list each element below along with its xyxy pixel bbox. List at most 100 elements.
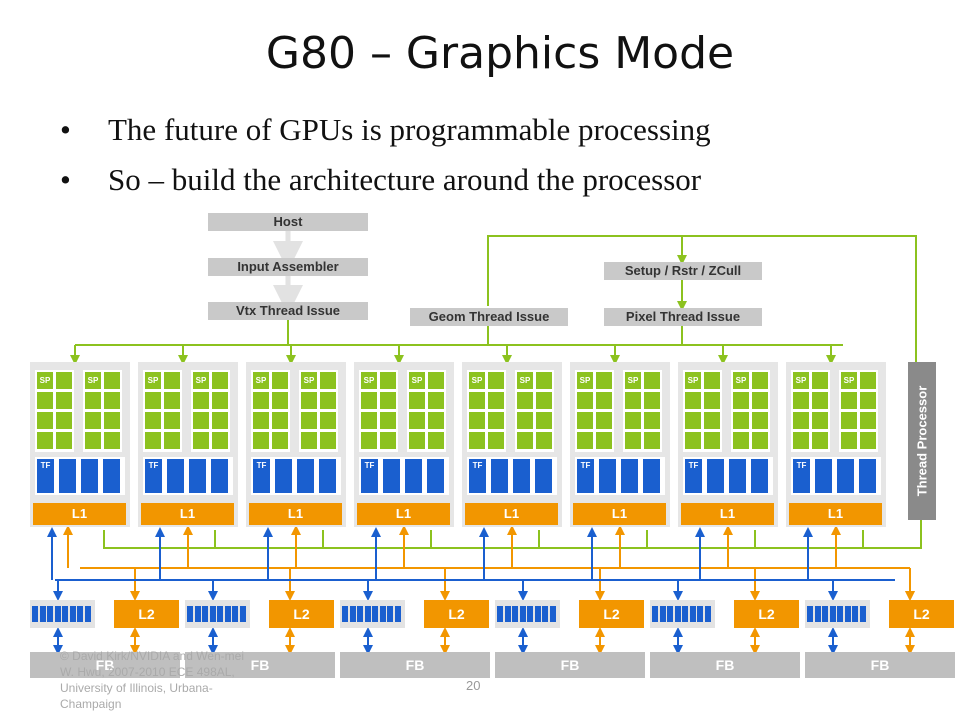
dram-cell [62, 606, 68, 622]
sp-core [272, 412, 288, 429]
l2-cache: L2 [579, 600, 644, 628]
tf-unit [103, 459, 120, 493]
sp-core [536, 392, 552, 409]
tf-label: TF [361, 459, 378, 493]
tf-label: TF [577, 459, 594, 493]
dram-cell [837, 606, 843, 622]
l2-cache: L2 [734, 600, 799, 628]
sp-core [596, 372, 612, 389]
frame-buffer: FB [340, 652, 490, 678]
sp-core [596, 392, 612, 409]
sp-core [301, 412, 317, 429]
memory-controller [650, 600, 715, 628]
sp-core [212, 412, 228, 429]
sp-label: SP [469, 372, 485, 389]
tf-unit [59, 459, 76, 493]
sp-core [469, 412, 485, 429]
dram-cell [704, 606, 711, 622]
sp-label: SP [85, 372, 101, 389]
dram-cell [342, 606, 348, 622]
bullet-dot: • [60, 162, 71, 197]
sp-core [733, 392, 749, 409]
tf-unit [621, 459, 638, 493]
dram-cell [527, 606, 533, 622]
sp-core [56, 392, 72, 409]
dram-cell [372, 606, 378, 622]
sp-core [361, 432, 377, 449]
tf-unit [535, 459, 552, 493]
sp-core [37, 412, 53, 429]
sp-core [320, 392, 336, 409]
dram-cell [32, 606, 38, 622]
sp-core [380, 372, 396, 389]
dram-cell [39, 606, 46, 622]
dram-cell [542, 606, 548, 622]
dram-cell [822, 606, 828, 622]
sp-core [428, 412, 444, 429]
sp-core [752, 372, 768, 389]
thread-processor-label: Thread Processor [914, 385, 930, 497]
dram-cell [349, 606, 356, 622]
tf-unit [491, 459, 508, 493]
dram-cell [194, 606, 201, 622]
tf-unit [297, 459, 314, 493]
sp-core [488, 432, 504, 449]
slide-title: G80 – Graphics Mode [265, 28, 735, 79]
sp-core [212, 432, 228, 449]
tf-unit [751, 459, 768, 493]
sp-core [704, 392, 720, 409]
sp-core [812, 392, 828, 409]
sp-core [145, 432, 161, 449]
sp-core [644, 432, 660, 449]
l1-cache: L1 [681, 503, 774, 525]
sp-core [409, 412, 425, 429]
bullet-text: So – build the architecture around the p… [108, 162, 702, 197]
l2-cache: L2 [424, 600, 489, 628]
l1-cache: L1 [789, 503, 882, 525]
sp-core [85, 432, 101, 449]
orange-lines [63, 525, 915, 655]
dram-cell [187, 606, 193, 622]
input-assembler-box: Input Assembler [208, 258, 368, 276]
memory-controller [30, 600, 95, 628]
l2-cache: L2 [269, 600, 334, 628]
sp-core [253, 392, 269, 409]
sp-label: SP [517, 372, 533, 389]
sp-core [577, 392, 593, 409]
tf-label: TF [469, 459, 486, 493]
footer-copyright: © David Kirk/NVIDIA and Wen-mei W. Hwu, … [60, 649, 245, 711]
sp-label: SP [841, 372, 857, 389]
tf-unit [599, 459, 616, 493]
tf-unit [81, 459, 98, 493]
sp-label: SP [361, 372, 377, 389]
thread-processor-bar: Thread Processor [908, 362, 936, 520]
memory-controller [185, 600, 250, 628]
processor-cluster: SP SP TF [462, 362, 562, 527]
sp-core [704, 372, 720, 389]
sp-core [428, 432, 444, 449]
sp-core [272, 372, 288, 389]
tf-label: TF [37, 459, 54, 493]
memory-controller [340, 600, 405, 628]
sp-core [596, 432, 612, 449]
frame-buffer: FB [805, 652, 955, 678]
dram-cell [852, 606, 858, 622]
dram-cell [814, 606, 821, 622]
page-number: 20 [466, 678, 481, 693]
pixel-thread-issue-box: Pixel Thread Issue [604, 308, 762, 326]
dram-cell [534, 606, 541, 622]
dram-cell [394, 606, 401, 622]
sp-core [860, 392, 876, 409]
sp-core [104, 392, 120, 409]
sp-core [812, 372, 828, 389]
sp-core [860, 412, 876, 429]
sp-core [104, 412, 120, 429]
dram-cell [54, 606, 61, 622]
sp-core [860, 432, 876, 449]
dram-cell [209, 606, 216, 622]
sp-core [193, 392, 209, 409]
sp-core [752, 432, 768, 449]
